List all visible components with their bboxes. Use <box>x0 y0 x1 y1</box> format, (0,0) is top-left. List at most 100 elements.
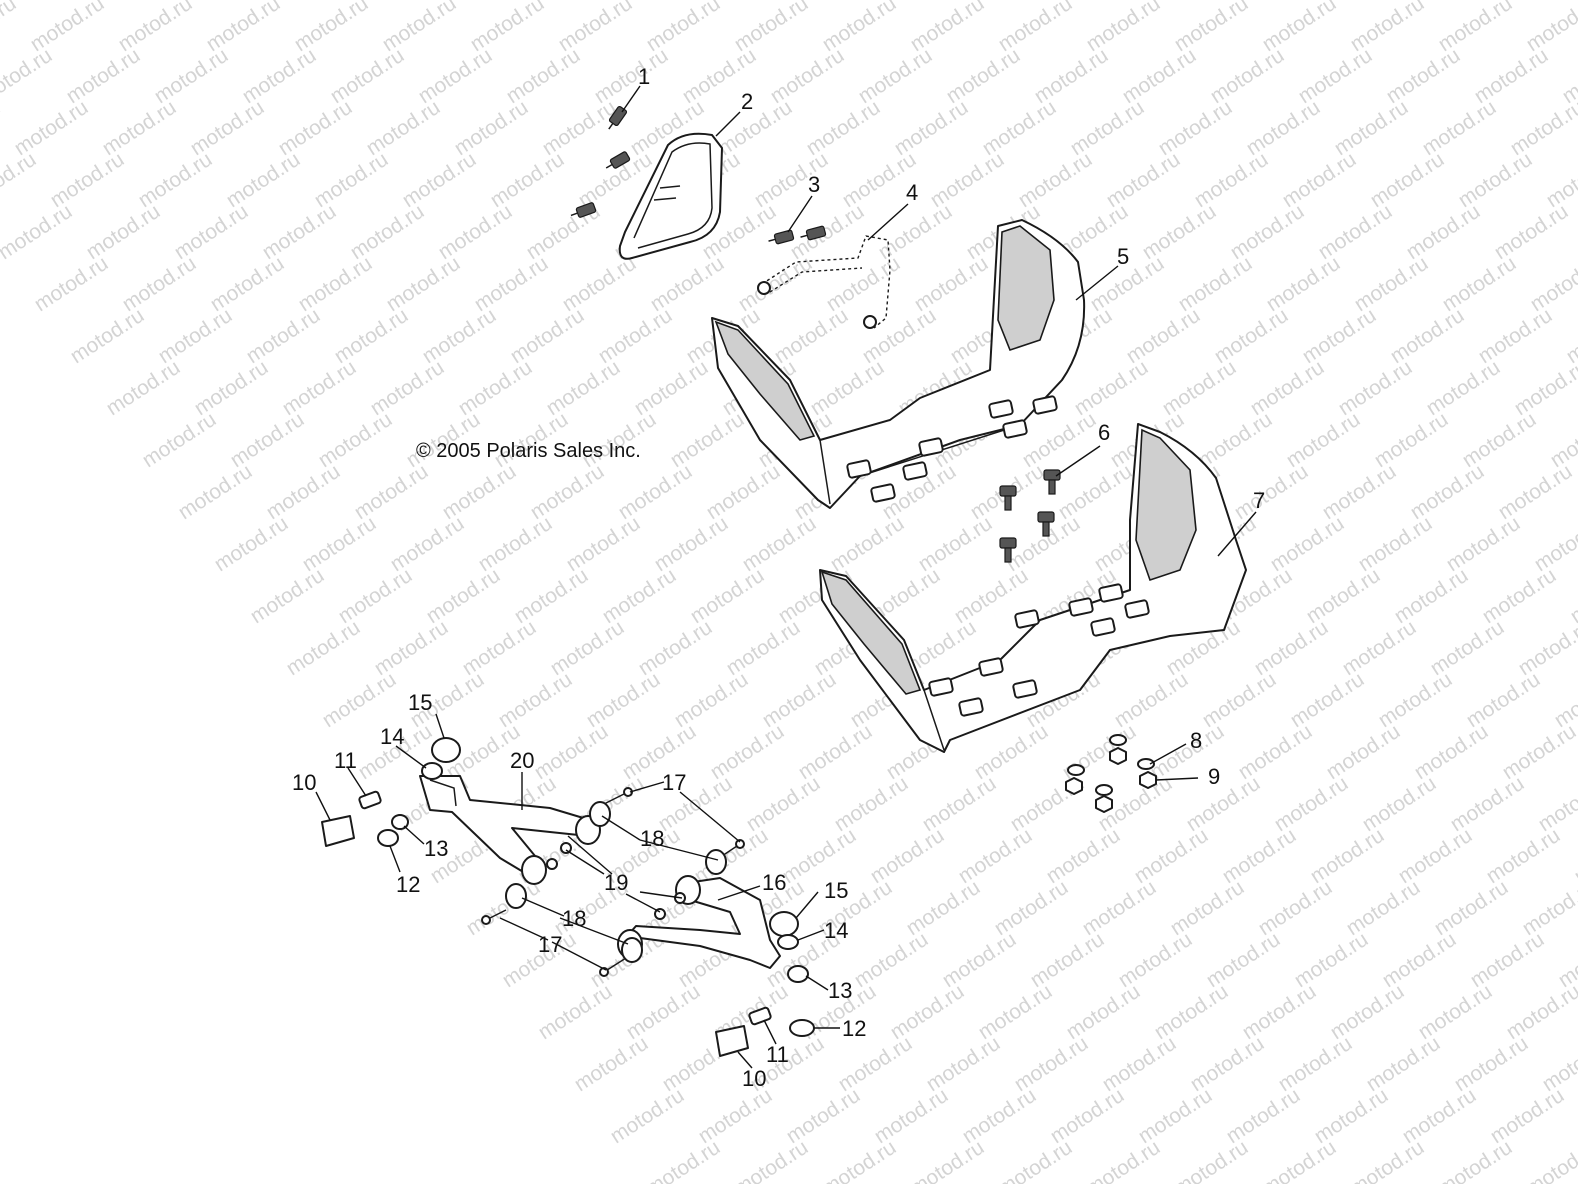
callout-12-lower: 12 <box>842 1016 866 1041</box>
watermark-text: motod.ru <box>1170 1136 1252 1184</box>
watermark-text: motod.ru <box>606 1084 688 1148</box>
watermark-text: motod.ru <box>1538 1032 1578 1096</box>
part-3-screws <box>768 225 827 245</box>
part-15-cap-upper <box>431 737 461 763</box>
part-13-bushing-lower <box>787 965 809 983</box>
callout-4: 4 <box>906 180 918 205</box>
part-4-bracket <box>757 235 891 329</box>
watermark-text: motod.ru <box>1510 356 1578 420</box>
callout-13-lower: 13 <box>828 978 852 1003</box>
watermark-text: motod.ru <box>1526 252 1578 316</box>
watermark-text: motod.ru <box>462 876 544 940</box>
watermark-text: motod.ru <box>1522 1136 1578 1184</box>
callout-16: 16 <box>762 870 786 895</box>
part-13-bushing-upper <box>391 814 409 830</box>
watermark-text: motod.ru <box>818 1136 900 1184</box>
part-12-ring-upper <box>377 829 399 847</box>
part-5-footwell <box>711 219 1086 509</box>
part-7-footwell <box>819 423 1247 753</box>
part-18-bushings-upper <box>589 801 727 875</box>
callout-11-upper: 11 <box>334 748 357 773</box>
callout-18-upper: 18 <box>640 826 664 851</box>
callout-7: 7 <box>1253 488 1265 513</box>
callout-12-upper: 12 <box>396 872 420 897</box>
part-11-fitting-lower <box>748 1006 772 1026</box>
callout-14-upper: 14 <box>380 724 404 749</box>
callout-3: 3 <box>808 172 820 197</box>
callout-19: 19 <box>604 870 628 895</box>
part-10-sleeve-upper <box>321 815 355 847</box>
part-6-bolts <box>999 469 1061 563</box>
callout-5: 5 <box>1117 244 1129 269</box>
part-20-upper-a-arm <box>419 775 601 885</box>
part-8-washers <box>1067 734 1155 796</box>
watermark-text: motod.ru <box>1346 1136 1428 1184</box>
callout-1: 1 <box>638 64 650 89</box>
watermark-text: motod.ru <box>1570 824 1578 888</box>
watermark-text: motod.ru <box>1534 772 1578 836</box>
watermark-text: motod.ru <box>66 304 148 368</box>
part-19-spacers <box>546 842 686 920</box>
part-14-seal-upper <box>421 762 443 780</box>
watermark-text: motod.ru <box>1502 980 1578 1044</box>
copyright-text: © 2005 Polaris Sales Inc. <box>416 440 641 462</box>
part-17-bolts-upper <box>603 787 745 861</box>
callout-11-lower: 11 <box>766 1042 789 1067</box>
watermark-text: motod.ru <box>906 1136 988 1184</box>
watermark-text: motod.ru <box>282 616 364 680</box>
watermark-text: motod.ru <box>1574 1084 1578 1148</box>
callout-15-upper: 15 <box>408 690 432 715</box>
callout-9: 9 <box>1208 764 1220 789</box>
part-12-ring-lower <box>789 1019 815 1037</box>
callout-10-lower: 10 <box>742 1066 766 1091</box>
callout-10-upper: 10 <box>292 770 316 795</box>
callout-13-upper: 13 <box>424 836 448 861</box>
watermark-text: motod.ru <box>1518 876 1578 940</box>
watermark-text: motod.ru <box>138 408 220 472</box>
callout-15-lower: 15 <box>824 878 848 903</box>
callout-20: 20 <box>510 748 534 773</box>
watermark-text: motod.ru <box>318 668 400 732</box>
watermark-text: motod.ru <box>1082 1136 1164 1184</box>
watermark-text: motod.ru <box>1566 564 1578 628</box>
leader-lines <box>315 85 1257 1069</box>
watermark-text: motod.ru <box>1530 512 1578 576</box>
watermark-text: motod.ru <box>0 148 40 212</box>
watermark-text: motod.ru <box>174 460 256 524</box>
watermark-text: motod.ru <box>102 356 184 420</box>
watermark-text: motod.ru <box>1514 616 1578 680</box>
part-9-nuts <box>1065 747 1157 813</box>
watermark-text: motod.ru <box>0 200 76 264</box>
part-2-panel <box>618 132 723 260</box>
callout-labels: 1 2 3 4 5 6 7 8 9 10 11 12 13 14 15 20 1… <box>292 64 1265 1091</box>
watermark-text: motod.ru <box>246 564 328 628</box>
watermark-text: motod.ru <box>534 980 616 1044</box>
watermark-text: motod.ru <box>1434 1136 1516 1184</box>
watermark-text: motod.ru <box>994 1136 1076 1184</box>
part-11-fitting-upper <box>358 790 382 810</box>
callout-2: 2 <box>741 89 753 114</box>
watermark-text: motod.ru <box>1522 0 1578 56</box>
watermark-text: motod.ru <box>210 512 292 576</box>
watermark-text: motod.ru <box>730 1136 812 1184</box>
watermark-text: motod.ru <box>570 1032 652 1096</box>
watermark-text: motod.ru <box>30 252 112 316</box>
watermark-text: motod.ru <box>0 0 20 56</box>
callout-6: 6 <box>1098 420 1110 445</box>
callout-17-upper: 17 <box>662 770 686 795</box>
callout-8: 8 <box>1190 728 1202 753</box>
watermark-text: motod.ru <box>0 96 4 160</box>
watermark-text: motod.ru <box>642 1136 724 1184</box>
part-18-bushings-lower <box>505 883 643 963</box>
callout-17-lower: 17 <box>538 932 562 957</box>
part-10-sleeve-lower <box>715 1025 749 1057</box>
part-15-cap-lower <box>769 911 799 937</box>
watermark-text: motod.ru <box>0 44 56 108</box>
part-14-seal-lower <box>777 934 799 950</box>
callout-14-lower: 14 <box>824 918 848 943</box>
callout-18-lower: 18 <box>562 906 586 931</box>
watermark-text: motod.ru <box>1258 1136 1340 1184</box>
watermark-text: motod.ru <box>1506 96 1578 160</box>
